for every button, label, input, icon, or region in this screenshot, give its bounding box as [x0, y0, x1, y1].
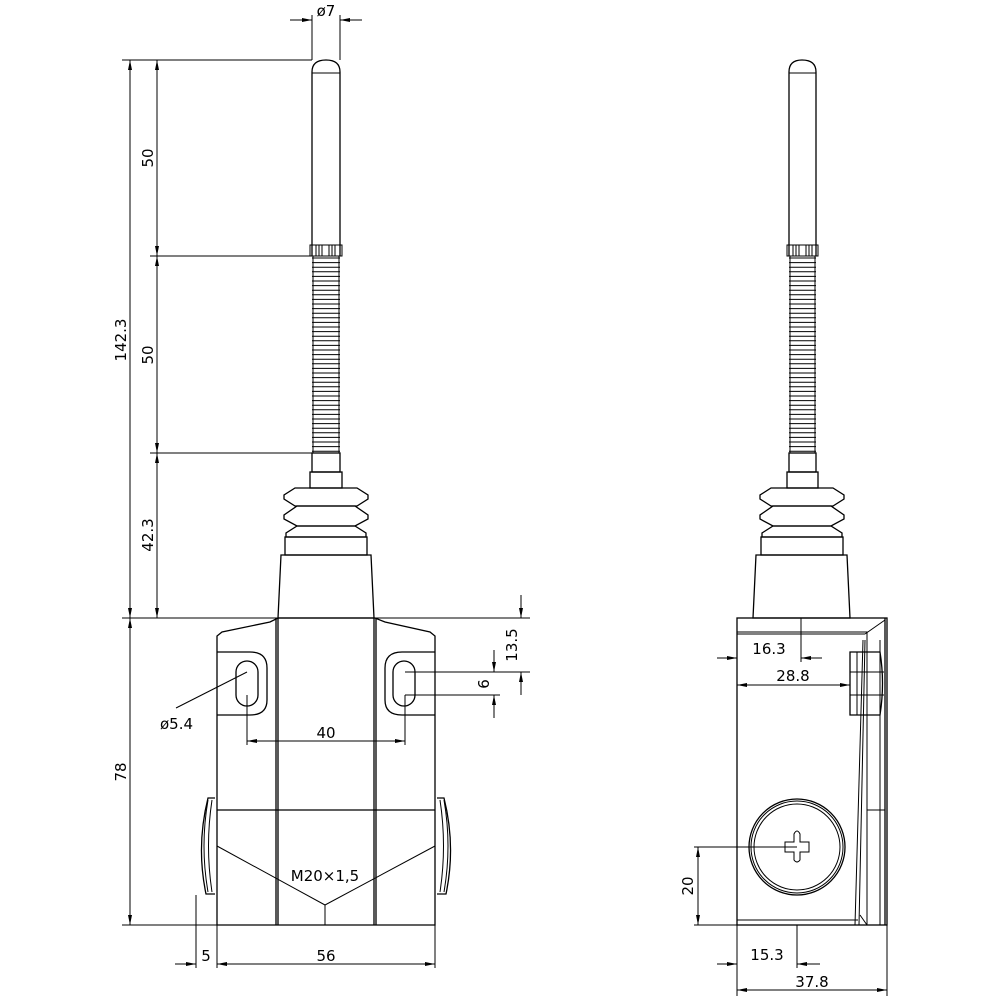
dim-top-to-slot: 13.5: [503, 628, 521, 661]
cover-screw-side: [849, 651, 884, 716]
spring-coils: [312, 256, 340, 453]
dim-lever-offset: 16.3: [752, 640, 785, 658]
mounting-ear-right: [384, 651, 435, 716]
cable-gland-left: [200, 797, 215, 895]
cable-gland-right: [437, 797, 452, 895]
screw-cross-icon: [784, 830, 810, 863]
dim-conduit-height: 20: [679, 876, 697, 895]
dim-lever-diameter: ø7: [317, 2, 336, 20]
side-view: 16.3 28.8 20 15.3 37.8: [679, 59, 888, 996]
thread-label: M20×1,5: [291, 867, 359, 885]
dim-body-width: 56: [316, 947, 335, 965]
spring: [312, 256, 340, 453]
dimension-lines-front: [122, 15, 530, 968]
dim-body-height: 78: [112, 762, 130, 781]
spring-coils: [789, 256, 816, 453]
bellows-side: [752, 452, 851, 619]
dim-slot-spacing: 40: [316, 724, 335, 742]
dim-spring-length: 50: [139, 345, 157, 364]
dim-lower-height: 42.3: [139, 518, 157, 551]
dim-body-depth: 37.8: [795, 973, 828, 991]
dim-gland-protrusion: 5: [201, 947, 211, 965]
switch-body-front: [216, 617, 436, 926]
dimension-lines-side: [694, 618, 888, 996]
bellows: [277, 452, 375, 619]
switch-body-side: [736, 617, 888, 926]
dim-slot-length: 6: [475, 679, 493, 689]
dim-lid-offset: 28.8: [776, 667, 809, 685]
lever-rod-side: [786, 59, 819, 257]
front-view: ø7 50 50 142.3 42.3 13.5 6 ø5.4 40 78 M2…: [112, 2, 530, 968]
spring-side: [789, 256, 816, 453]
dim-conduit-offset: 15.3: [750, 946, 783, 964]
dim-slot-diameter: ø5.4: [160, 715, 193, 733]
dim-upper-lever: 50: [139, 148, 157, 167]
dim-total-height: 142.3: [112, 319, 130, 362]
lever-rod: [309, 59, 343, 257]
